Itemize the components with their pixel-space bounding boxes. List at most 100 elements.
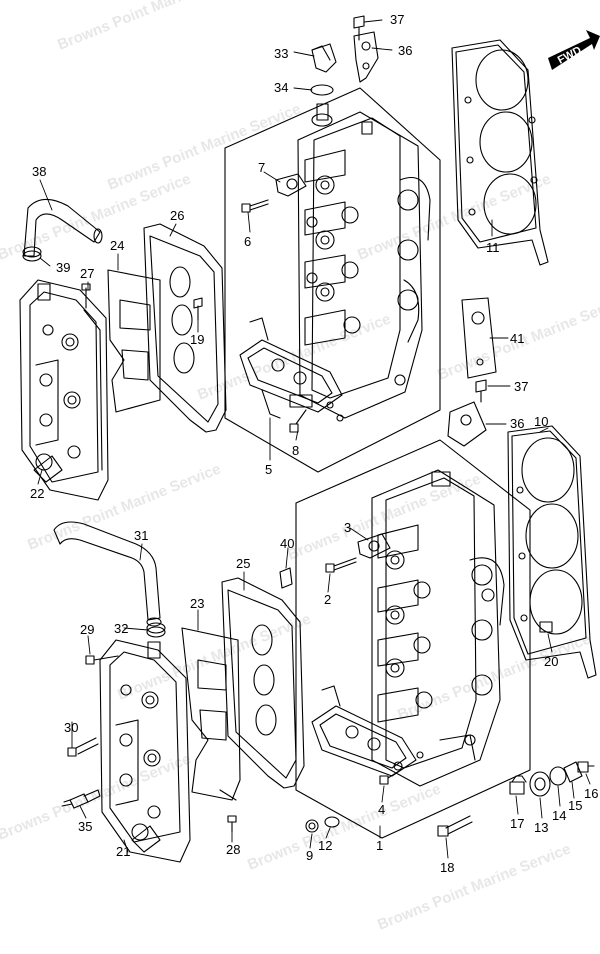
callout-41[interactable]: 41 <box>510 331 524 346</box>
cover-seal-lower <box>221 577 305 789</box>
callout-27[interactable]: 27 <box>80 266 94 281</box>
watermark-text: Browns Point Marine Service <box>245 781 443 874</box>
callout-39[interactable]: 39 <box>56 260 70 275</box>
callout-7[interactable]: 7 <box>258 160 265 175</box>
callout-23[interactable]: 23 <box>190 596 204 611</box>
callout-5[interactable]: 5 <box>265 462 272 477</box>
plug-9 <box>305 819 319 833</box>
callout-17[interactable]: 17 <box>510 816 524 831</box>
watermark-text: Browns Point Marine Service <box>375 841 573 934</box>
dowel-pin-40 <box>279 567 293 589</box>
watermark-text: Browns Point Marine Service <box>105 101 303 194</box>
upper-head-group-outline <box>224 87 441 473</box>
callout-12[interactable]: 12 <box>318 838 332 853</box>
cylinder-head-cover-upper <box>19 279 109 501</box>
washer-12 <box>324 816 340 828</box>
bolt-lower <box>475 379 487 403</box>
callout-38[interactable]: 38 <box>32 164 46 179</box>
callout-14[interactable]: 14 <box>552 808 566 823</box>
callout-20[interactable]: 20 <box>544 654 558 669</box>
callout-34[interactable]: 34 <box>274 80 288 95</box>
watermark-text: Browns Point Marine Service <box>55 0 253 54</box>
callout-33[interactable]: 33 <box>274 46 288 61</box>
callout-6[interactable]: 6 <box>244 234 251 249</box>
cylinder-head-lower <box>311 469 505 787</box>
head-gasket-upper <box>451 39 549 266</box>
bolt-18 <box>437 815 473 837</box>
hose-lower <box>53 521 162 627</box>
callout-31[interactable]: 31 <box>134 528 148 543</box>
fitting-3 <box>357 533 391 559</box>
hanger-plate <box>461 297 497 379</box>
callout-36-lower[interactable]: 36 <box>510 416 524 431</box>
watermark-text: Browns Point Marine Service <box>285 471 483 564</box>
callout-1[interactable]: 1 <box>376 838 383 853</box>
cylinder-head-cover-lower <box>99 639 191 863</box>
callout-21[interactable]: 21 <box>116 844 130 859</box>
hose-clamp-upper <box>22 246 42 262</box>
callout-18[interactable]: 18 <box>440 860 454 875</box>
callout-37-lower[interactable]: 37 <box>514 379 528 394</box>
callout-29[interactable]: 29 <box>80 622 94 637</box>
oil-filler-cap <box>311 43 337 73</box>
callout-24[interactable]: 24 <box>110 238 124 253</box>
callout-15[interactable]: 15 <box>568 798 582 813</box>
callout-35[interactable]: 35 <box>78 819 92 834</box>
bolt-30 <box>67 737 99 757</box>
leader-lines <box>37 19 591 859</box>
callout-22[interactable]: 22 <box>30 486 44 501</box>
bolt-19 <box>193 297 203 321</box>
bolt-2 <box>325 557 357 573</box>
gasket-13 <box>529 771 551 797</box>
watermark-text: Browns Point Marine Service <box>355 171 553 264</box>
callout-3[interactable]: 3 <box>344 520 351 535</box>
bolt-27 <box>81 283 91 309</box>
callout-2[interactable]: 2 <box>324 592 331 607</box>
callout-37-top[interactable]: 37 <box>390 12 404 27</box>
callout-28[interactable]: 28 <box>226 842 240 857</box>
hanger-bracket-top <box>353 31 379 83</box>
forward-arrow-icon: FWD <box>548 30 600 70</box>
callout-40[interactable]: 40 <box>280 536 294 551</box>
callout-labels: 37 36 33 34 11 7 6 8 5 41 37 36 10 38 39… <box>30 12 598 875</box>
spark-plug <box>61 789 101 809</box>
cap-15 <box>563 761 583 783</box>
bolt-28 <box>227 815 237 833</box>
hose-clamp-lower <box>146 622 166 638</box>
cylinder-head-upper <box>239 103 431 422</box>
fitting-7 <box>275 173 307 197</box>
cover-seal-upper <box>143 223 227 433</box>
callout-25[interactable]: 25 <box>236 556 250 571</box>
bolt-8 <box>289 409 307 433</box>
callout-16[interactable]: 16 <box>584 786 598 801</box>
plug-17 <box>509 775 527 795</box>
callout-8[interactable]: 8 <box>292 443 299 458</box>
callout-19[interactable]: 19 <box>190 332 204 347</box>
callout-4[interactable]: 4 <box>378 802 385 817</box>
gasket-14 <box>549 766 567 786</box>
callout-36-top[interactable]: 36 <box>398 43 412 58</box>
callout-11[interactable]: 11 <box>486 240 500 255</box>
bolt-29 <box>85 655 119 665</box>
cover-gasket-upper <box>107 269 161 413</box>
head-gasket-lower <box>507 425 597 679</box>
callout-26[interactable]: 26 <box>170 208 184 223</box>
bolt-4 <box>379 767 405 785</box>
dowel-pin-20 <box>539 621 553 633</box>
watermark-text: Browns Point Marine Service <box>0 171 193 264</box>
o-ring <box>310 84 334 96</box>
callout-13[interactable]: 13 <box>534 820 548 835</box>
fwd-label: FWD <box>556 44 584 66</box>
bolt-16 <box>577 761 595 773</box>
bolt-top <box>353 15 365 41</box>
callout-10[interactable]: 10 <box>534 414 548 429</box>
callout-30[interactable]: 30 <box>64 720 78 735</box>
callout-9[interactable]: 9 <box>306 848 313 863</box>
hose-upper <box>23 198 103 257</box>
lower-head-group-outline <box>295 439 531 839</box>
callout-32[interactable]: 32 <box>114 621 128 636</box>
bolt-6 <box>241 199 269 213</box>
hanger-bracket-lower <box>447 401 487 447</box>
